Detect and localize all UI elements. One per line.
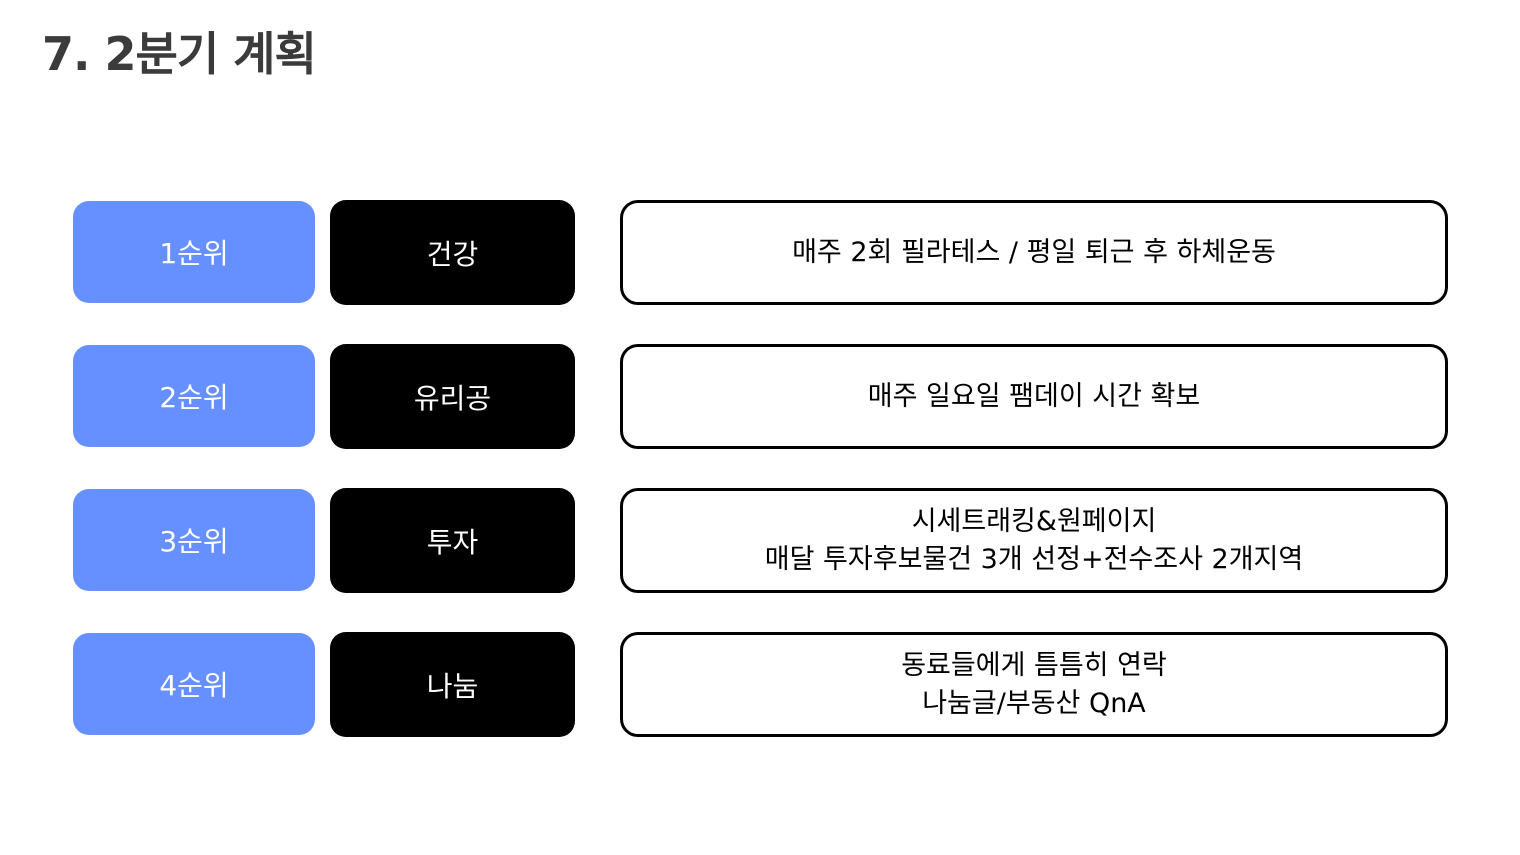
plan-line: 동료들에게 틈틈히 연락	[901, 649, 1167, 681]
plan-line: 나눔글/부동산 QnA	[922, 687, 1146, 719]
plan-row-4: 4순위 나눔 동료들에게 틈틈히 연락 나눔글/부동산 QnA	[0, 632, 1520, 738]
rank-badge: 3순위	[73, 489, 315, 591]
plan-box: 동료들에게 틈틈히 연락 나눔글/부동산 QnA	[620, 632, 1448, 737]
category-badge: 건강	[330, 200, 575, 305]
plan-box: 시세트래킹&원페이지 매달 투자후보물건 3개 선정+전수조사 2개지역	[620, 488, 1448, 593]
rank-badge: 1순위	[73, 201, 315, 303]
category-badge: 투자	[330, 488, 575, 593]
plan-box: 매주 일요일 팸데이 시간 확보	[620, 344, 1448, 449]
category-badge: 유리공	[330, 344, 575, 449]
plan-row-3: 3순위 투자 시세트래킹&원페이지 매달 투자후보물건 3개 선정+전수조사 2…	[0, 488, 1520, 594]
rank-badge: 4순위	[73, 633, 315, 735]
rank-badge: 2순위	[73, 345, 315, 447]
page-title: 7. 2분기 계획	[42, 27, 317, 81]
plan-line: 매주 2회 필라테스 / 평일 퇴근 후 하체운동	[792, 236, 1276, 268]
plan-line: 매주 일요일 팸데이 시간 확보	[867, 380, 1201, 412]
plan-row-1: 1순위 건강 매주 2회 필라테스 / 평일 퇴근 후 하체운동	[0, 200, 1520, 306]
category-badge: 나눔	[330, 632, 575, 737]
plan-line: 매달 투자후보물건 3개 선정+전수조사 2개지역	[764, 543, 1304, 575]
plan-row-2: 2순위 유리공 매주 일요일 팸데이 시간 확보	[0, 344, 1520, 450]
plan-box: 매주 2회 필라테스 / 평일 퇴근 후 하체운동	[620, 200, 1448, 305]
plan-line: 시세트래킹&원페이지	[911, 505, 1157, 537]
